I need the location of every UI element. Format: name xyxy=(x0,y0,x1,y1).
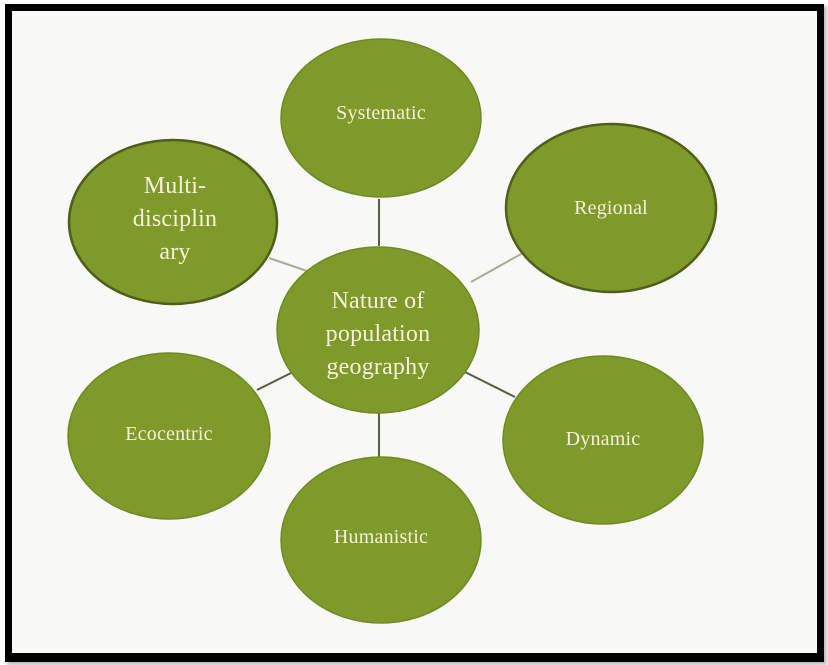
node-multidisciplinary xyxy=(67,138,279,306)
node-regional xyxy=(504,122,718,294)
node-dynamic xyxy=(502,355,704,525)
node-center xyxy=(276,246,480,414)
connector-multidisciplinary xyxy=(268,257,308,272)
connector-regional xyxy=(470,253,522,283)
connector-ecocentric xyxy=(256,372,292,391)
node-humanistic xyxy=(280,456,482,624)
connector-dynamic xyxy=(464,371,516,398)
node-systematic xyxy=(280,38,482,198)
node-ecocentric xyxy=(67,352,271,520)
